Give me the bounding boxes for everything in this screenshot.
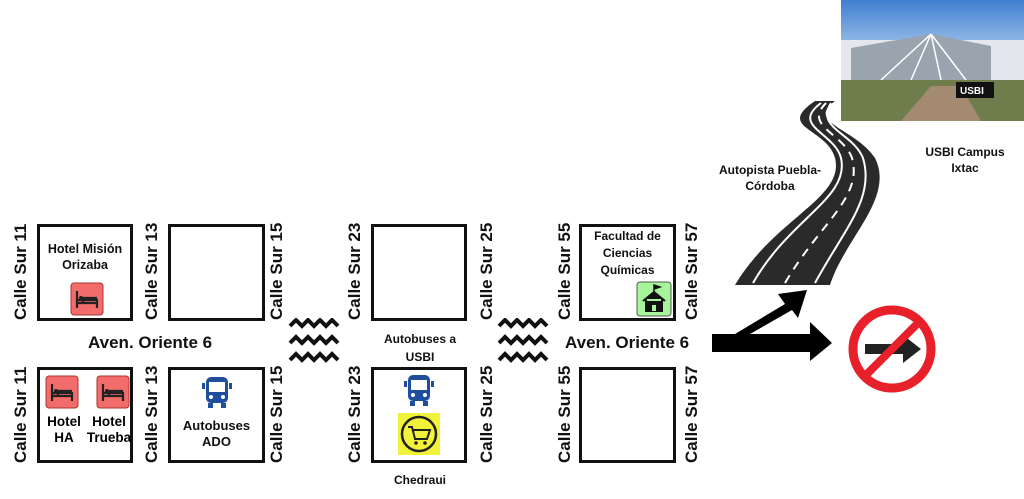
block-empty [579,367,676,463]
street-label: Calle Sur 11 [11,366,30,463]
block-empty [168,224,265,321]
zigzag-break-icon [497,318,549,363]
bus-icon [403,373,435,412]
direction-arrows-icon [712,290,832,361]
block-ado: Autobuses ADO [168,367,265,463]
hotel-mision-label: Hotel Misión Orizaba [47,242,123,272]
school-icon [636,281,672,322]
hotel-bed-icon [96,375,130,414]
bus-icon [201,375,233,414]
street-label: Calle Sur 15 [267,222,286,320]
block-facultad: Facultad de Ciencias Químicas [579,224,676,321]
facultad-label: Facultad de Ciencias Químicas [594,229,661,277]
campus-label: USBI Campus Ixtac [925,145,1005,175]
block-hotels: Hotel HA Hotel Trueba [37,367,133,463]
street-label: Calle Sur 55 [555,365,574,463]
hotel-bed-icon [45,375,79,414]
shopping-cart-icon [398,413,440,460]
hotel-trueba-label: Hotel Trueba [86,414,132,445]
photo-sign-text: USBI [960,86,984,97]
street-label: Calle Sur 13 [142,365,161,463]
block-chedraui [371,367,467,463]
usbi-campus-photo: USBI [841,0,1024,121]
street-label: Calle Sur 23 [345,365,364,463]
no-right-turn-sign-icon [846,303,938,395]
block-hotel-mision: Hotel Misión Orizaba [37,224,133,321]
bus-to-usbi-label: Autobuses a USBI [383,332,456,364]
street-label: Calle Sur 57 [682,222,701,320]
street-label: Calle Sur 57 [682,365,701,463]
street-label: Calle Sur 11 [11,223,30,320]
hotel-bed-icon [70,282,104,321]
street-label: Calle Sur 25 [477,222,496,320]
block-empty [371,224,467,321]
avenue-label: Aven. Oriente 6 [88,333,213,352]
zigzag-break-icon [288,318,340,363]
street-label: Calle Sur 13 [142,222,161,320]
street-label: Calle Sur 55 [555,222,574,320]
highway-label: Autopista Puebla-Córdoba [718,163,821,193]
ado-label: Autobuses ADO [182,418,251,449]
avenue-label: Aven. Oriente 6 [565,333,690,352]
street-label: Calle Sur 25 [477,365,496,463]
hotel-ha-label: Hotel HA [47,414,81,445]
highway-road-icon [735,101,880,285]
chedraui-label: Chedraui [393,473,446,487]
street-label: Calle Sur 23 [345,222,364,320]
street-label: Calle Sur 15 [267,365,286,463]
